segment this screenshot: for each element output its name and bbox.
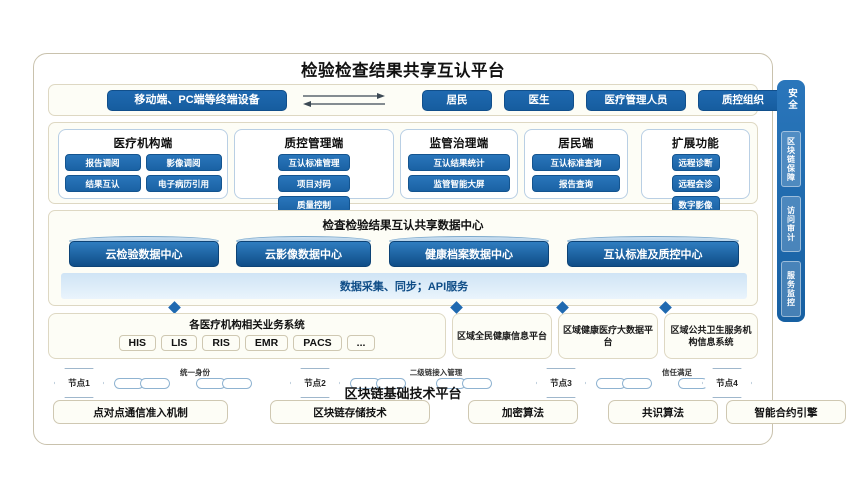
module-title: 质控管理端 bbox=[284, 138, 344, 150]
feature-chip[interactable]: 电子病历引用 bbox=[145, 175, 222, 192]
tech-encryption[interactable]: 加密算法 bbox=[468, 400, 578, 424]
module-qc-management: 质控管理端 互认标准管理 项目对码 质量控制 质控分析 bbox=[234, 129, 394, 234]
tech-smart-contract[interactable]: 智能合约引擎 bbox=[726, 400, 846, 424]
feature-chip[interactable]: 结果互认 bbox=[64, 175, 141, 192]
role-resident-button[interactable]: 居民 bbox=[422, 90, 492, 111]
feature-chip[interactable]: 互认标准管理 bbox=[278, 154, 350, 171]
platform-bigdata[interactable]: 区域健康医疗大数据平台 bbox=[558, 313, 658, 359]
feature-chip[interactable]: 互认标准查询 bbox=[532, 154, 620, 171]
feature-chip[interactable]: 互认结果统计 bbox=[408, 154, 510, 171]
role-doctor-button[interactable]: 医生 bbox=[504, 90, 574, 111]
platform-public-health[interactable]: 区域公共卫生服务机构信息系统 bbox=[664, 313, 758, 359]
source-systems-row: 各医疗机构相关业务系统 HIS LIS RIS EMR PACS ... 区域全… bbox=[48, 313, 758, 361]
terminal-devices-button[interactable]: 移动端、PC端等终端设备 bbox=[107, 90, 287, 111]
hospital-systems-title: 各医疗机构相关业务系统 bbox=[189, 319, 305, 331]
chain-label: 信任满足 bbox=[662, 368, 692, 377]
system-chip[interactable]: EMR bbox=[244, 335, 289, 351]
module-medical-institution: 医疗机构端 报告调阅 影像调阅 结果互认 电子病历引用 bbox=[58, 129, 228, 199]
chain-link-icon bbox=[462, 378, 492, 389]
page-title: 检验检查结果共享互认平台 bbox=[301, 62, 505, 80]
feature-chip[interactable]: 监管智能大屏 bbox=[408, 175, 510, 192]
database-label: 互认标准及质控中心 bbox=[567, 241, 739, 267]
feature-chip[interactable]: 远程诊断 bbox=[671, 154, 720, 171]
database-cloud-lab[interactable]: 云检验数据中心 bbox=[69, 236, 219, 267]
system-chip[interactable]: PACS bbox=[293, 335, 342, 351]
feature-chip[interactable]: 报告查询 bbox=[532, 175, 620, 192]
security-sidebar: 安全 区块链保障 访问审计 服务监控 bbox=[777, 80, 805, 322]
module-resident: 居民端 互认标准查询 报告查询 bbox=[524, 129, 628, 199]
chain-link-icon bbox=[622, 378, 652, 389]
system-chip[interactable]: RIS bbox=[202, 335, 240, 351]
blockchain-tech-row: 点对点通信准入机制 区块链存储技术 加密算法 共识算法 智能合约引擎 bbox=[48, 400, 846, 426]
database-health-record[interactable]: 健康档案数据中心 bbox=[389, 236, 549, 267]
module-title: 医疗机构端 bbox=[113, 138, 173, 150]
system-chip[interactable]: LIS bbox=[161, 335, 198, 351]
database-label: 健康档案数据中心 bbox=[389, 241, 549, 267]
bidirectional-arrows-icon bbox=[303, 93, 385, 107]
data-center-title: 检查检验结果互认共享数据中心 bbox=[322, 220, 484, 232]
module-title: 扩展功能 bbox=[671, 138, 720, 150]
blockchain-node-3[interactable]: 节点3 bbox=[536, 368, 586, 398]
tech-consensus[interactable]: 共识算法 bbox=[608, 400, 718, 424]
chain-segment-2: 二级链接入管理 bbox=[346, 368, 526, 390]
feature-chip[interactable]: 项目对码 bbox=[278, 175, 350, 192]
blockchain-node-4[interactable]: 节点4 bbox=[702, 368, 752, 398]
feature-chip[interactable]: 远程会诊 bbox=[671, 175, 720, 192]
data-center-band: 检查检验结果互认共享数据中心 云检验数据中心 云影像数据中心 健康档案数据中心 … bbox=[48, 210, 758, 306]
role-qc-org-button[interactable]: 质控组织 bbox=[698, 90, 788, 111]
hospital-systems-box: 各医疗机构相关业务系统 HIS LIS RIS EMR PACS ... bbox=[48, 313, 446, 359]
blockchain-node-1[interactable]: 节点1 bbox=[54, 368, 104, 398]
role-admin-button[interactable]: 医疗管理人员 bbox=[586, 90, 686, 111]
module-title: 监管治理端 bbox=[429, 138, 489, 150]
tech-p2p-access[interactable]: 点对点通信准入机制 bbox=[53, 400, 228, 424]
sidebar-item-access-audit[interactable]: 访问审计 bbox=[781, 196, 801, 252]
system-chip-more[interactable]: ... bbox=[346, 335, 376, 351]
chain-label: 二级链接入管理 bbox=[409, 368, 463, 377]
database-cloud-imaging[interactable]: 云影像数据中心 bbox=[236, 236, 371, 267]
tech-storage[interactable]: 区块链存储技术 bbox=[270, 400, 430, 424]
database-standard-qc[interactable]: 互认标准及质控中心 bbox=[567, 236, 739, 267]
application-modules-band: 医疗机构端 报告调阅 影像调阅 结果互认 电子病历引用 质控管理端 互认标准管理… bbox=[48, 122, 758, 234]
database-label: 云检验数据中心 bbox=[69, 241, 219, 267]
platform-health-info[interactable]: 区域全民健康信息平台 bbox=[452, 313, 552, 359]
blockchain-nodes-row: 节点1 统一身份 节点2 二级链接入管理 节点3 信任满足 节点4 bbox=[48, 366, 758, 402]
feature-chip[interactable]: 影像调阅 bbox=[145, 154, 222, 171]
api-service-band: 数据采集、同步；API服务 bbox=[61, 273, 747, 299]
module-supervision: 监管治理端 互认结果统计 监管智能大屏 bbox=[400, 129, 518, 199]
module-extensions: 扩展功能 远程诊断 远程会诊 数字影像 远程教学 bbox=[641, 129, 750, 234]
feature-chip[interactable]: 报告调阅 bbox=[64, 154, 141, 171]
chain-label: 统一身份 bbox=[180, 368, 210, 377]
chain-segment-1: 统一身份 bbox=[110, 368, 280, 390]
blockchain-platform-title: 区块链基础技术平台 bbox=[344, 386, 462, 401]
system-chip[interactable]: HIS bbox=[118, 335, 157, 351]
chain-link-icon bbox=[376, 378, 406, 389]
blockchain-node-2[interactable]: 节点2 bbox=[290, 368, 340, 398]
sidebar-header: 安全 bbox=[786, 88, 797, 111]
module-title: 居民端 bbox=[558, 138, 594, 150]
chain-link-icon bbox=[140, 378, 170, 389]
sidebar-item-blockchain-guarantee[interactable]: 区块链保障 bbox=[781, 131, 801, 187]
chain-link-icon bbox=[222, 378, 252, 389]
sidebar-item-service-monitor[interactable]: 服务监控 bbox=[781, 261, 801, 317]
users-band: 移动端、PC端等终端设备 居民 医生 医疗管理人员 质控组织 bbox=[48, 84, 788, 116]
database-label: 云影像数据中心 bbox=[236, 241, 371, 267]
